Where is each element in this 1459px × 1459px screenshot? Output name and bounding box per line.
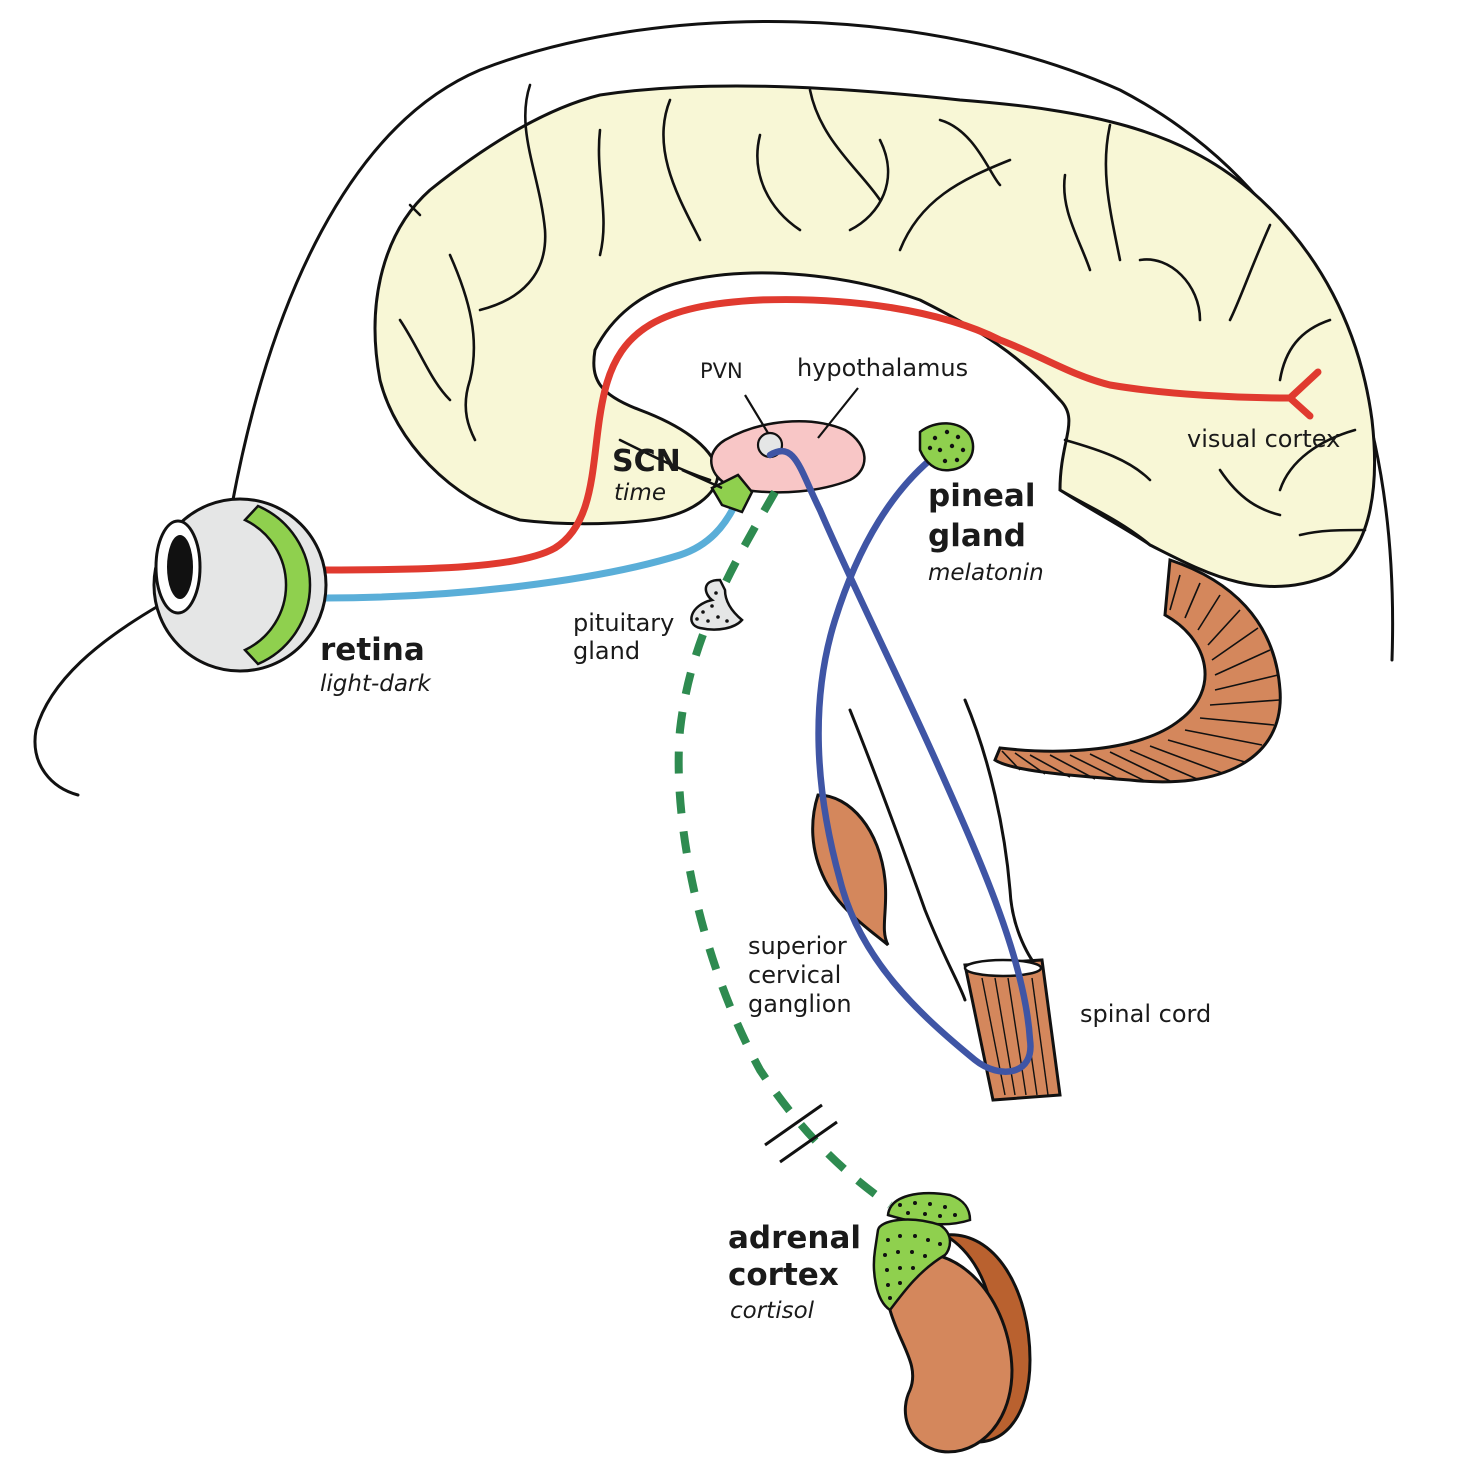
sympathetic-pathway <box>766 447 1034 1075</box>
scn-nucleus <box>710 473 754 514</box>
retinohypothalamic-tract <box>321 501 739 602</box>
label-pvn: PVN <box>700 359 743 383</box>
scn-leader <box>681 468 723 490</box>
visual-pathway <box>321 296 1294 574</box>
label-scg-2: cervical <box>748 961 841 989</box>
pituitary-gland <box>690 578 744 631</box>
eye-icon <box>152 497 328 673</box>
cerebellum <box>993 557 1282 784</box>
label-scg-3: ganglion <box>748 990 852 1018</box>
label-adrenal-sub: cortisol <box>730 1298 815 1324</box>
visual-pathway-branch <box>1286 368 1322 420</box>
pvn-leader <box>744 394 769 434</box>
brain-icon <box>373 83 1377 589</box>
label-visual-cortex: visual cortex <box>1187 425 1340 453</box>
pathway-break-marks <box>764 1103 838 1164</box>
adrenal-gland <box>872 1191 972 1312</box>
label-pineal-2: gland <box>928 518 1026 554</box>
hypothalamus-leader <box>817 387 859 439</box>
label-scg-1: superior <box>748 932 847 960</box>
label-retina: retina <box>320 632 425 668</box>
nose-outline <box>33 603 162 797</box>
label-adrenal-1: adrenal <box>728 1220 861 1256</box>
label-hypothalamus: hypothalamus <box>797 354 968 382</box>
label-pituitary-1: pituitary <box>573 609 674 637</box>
label-pineal-1: pineal <box>928 478 1035 514</box>
hypothalamus-shape <box>710 420 866 494</box>
label-retina-sub: light-dark <box>320 671 432 697</box>
label-spinal-cord: spinal cord <box>1080 1000 1211 1028</box>
spinal-cord <box>963 958 1062 1102</box>
label-pituitary-2: gland <box>573 637 640 665</box>
brainstem <box>848 698 1042 1002</box>
label-pineal-sub: melatonin <box>928 560 1044 586</box>
label-adrenal-2: cortex <box>728 1257 839 1293</box>
pineal-gland <box>918 422 975 472</box>
label-scn: SCN <box>612 444 681 479</box>
label-scn-sub: time <box>614 480 666 506</box>
